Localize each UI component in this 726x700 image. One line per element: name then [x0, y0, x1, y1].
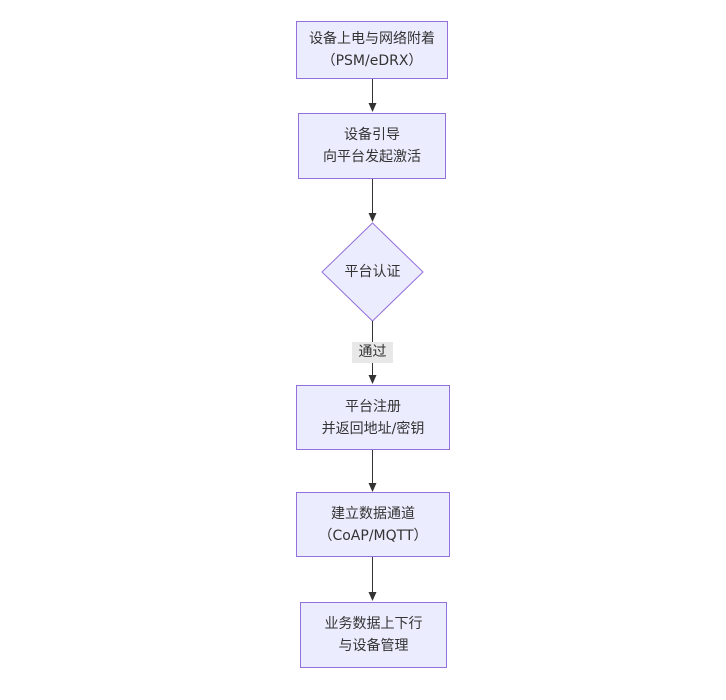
node-device-attach: 设备上电与网络附着 （PSM/eDRX） — [296, 21, 448, 79]
node-label-line: 建立数据通道 — [331, 505, 415, 522]
node-label-line: 业务数据上下行 — [324, 616, 423, 632]
node-label-line: 设备上电与网络附着 — [309, 31, 435, 47]
arrowhead-icon — [368, 375, 377, 384]
node-label-line: （CoAP/MQTT） — [318, 527, 428, 544]
edge-label-text: 通过 — [358, 344, 387, 360]
arrowhead-icon — [368, 213, 377, 222]
node-label-line: 与设备管理 — [338, 638, 409, 654]
arrowhead-icon — [368, 592, 377, 601]
node-label-line: 向平台发起激活 — [323, 149, 421, 165]
node-device-bootstrap: 设备引导 向平台发起激活 — [298, 113, 446, 179]
arrowhead-icon — [368, 483, 377, 492]
node-label-line: 平台注册 — [345, 398, 401, 415]
node-label-line: 并返回地址/密钥 — [321, 420, 425, 437]
edge-label-pass: 通过 — [352, 342, 393, 363]
node-business-data: 业务数据上下行 与设备管理 — [300, 602, 447, 668]
arrowhead-icon — [368, 103, 377, 112]
node-platform-register: 平台注册 并返回地址/密钥 — [296, 385, 450, 450]
node-platform-auth-label: 平台认证 — [322, 261, 423, 283]
node-label-line: （PSM/eDRX） — [321, 53, 423, 69]
node-data-channel: 建立数据通道 （CoAP/MQTT） — [296, 492, 450, 557]
node-label-line: 设备引导 — [344, 127, 400, 143]
node-label-line: 平台认证 — [344, 264, 401, 280]
